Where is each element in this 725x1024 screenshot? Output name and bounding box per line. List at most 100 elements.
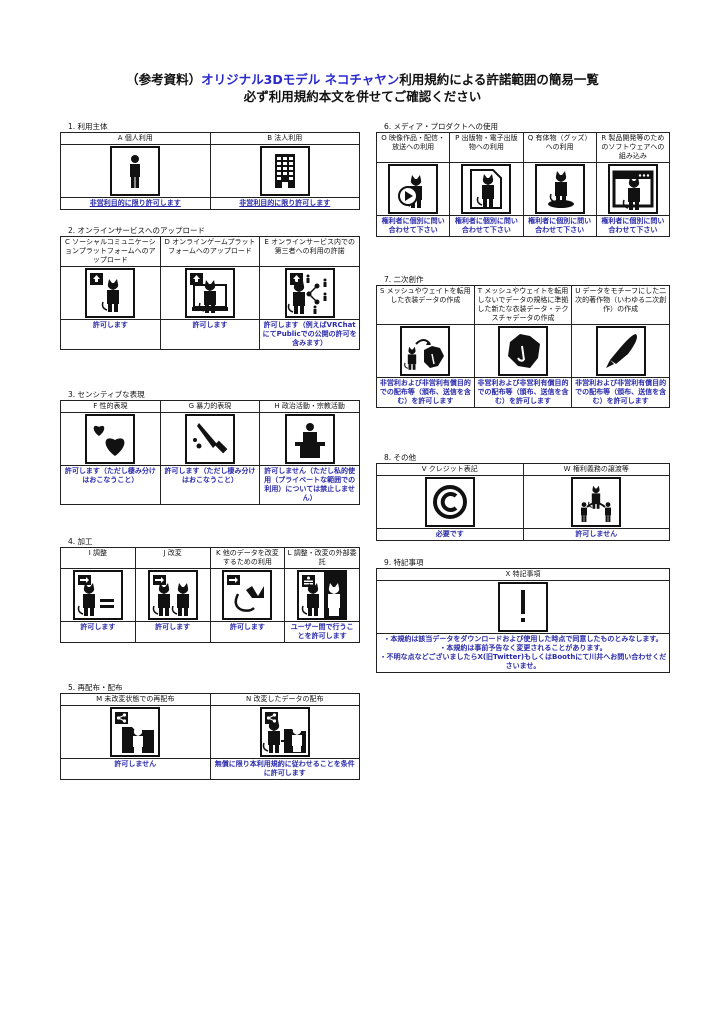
section-other: 8. その他 V クレジット表記 W 権利義務の譲渡等 必要です 許可しません	[376, 452, 670, 541]
header-h: H 政治活動・宗教活動	[259, 400, 360, 413]
value-h: 許可しません（ただし私的使用（プライベートな範囲での利用）については禁止しません…	[259, 465, 360, 505]
header-s: S メッシュやウェイトを転用した衣装データの作成	[376, 285, 475, 325]
adjust-icon	[72, 570, 123, 620]
transfer-rights-icon	[571, 477, 622, 527]
section-special-notes: 9. 特記事項 X 特記事項 ・本規約は該当データをダウンロードおよび使用した時…	[376, 557, 670, 673]
value-j: 許可します	[134, 621, 211, 643]
header-t: T メッシュやウェイトを転用しないでデータの規格に準拠した新たな衣装データ・テク…	[473, 285, 573, 325]
note-line: ・本規約は該当データをダウンロードおよび使用した時点で同意したものとみなします。	[383, 635, 663, 643]
title-suffix: 利用規約による許諾範囲の簡易一覧	[399, 72, 599, 87]
redistribute-icon	[110, 707, 161, 757]
header-v: V クレジット表記	[376, 463, 524, 476]
value-l: ユーザー間で行うことを許可します	[284, 621, 360, 643]
special-notes-table: X 特記事項 ・本規約は該当データをダウンロードおよび使用した時点で同意したもの…	[376, 568, 670, 673]
sensitive-table: F 性的表現 G 暴力的表現 H 政治活動・宗教活動 許可します（ただし棲み分け…	[60, 400, 360, 505]
value-p: 権利者に個別に問い合わせて下さい	[449, 215, 524, 237]
header-u: U データをモチーフにした二次的著作物（いわゆる二次創作）の作成	[571, 285, 670, 325]
header-r: R 製品開発等のためのソフトウェアへの組み込み	[595, 132, 671, 163]
publication-icon	[461, 164, 512, 214]
parts-icon	[222, 570, 273, 620]
online-upload-table: C ソーシャルコミュニケーションプラットフォームへのアップロード D オンライン…	[60, 236, 360, 350]
header-w: W 権利義務の譲渡等	[522, 463, 670, 476]
value-g: 許可します（ただし棲み分けはおこなうこと）	[159, 465, 261, 505]
header-b: B 法人利用	[209, 132, 360, 145]
header-c: C ソーシャルコミュニケーションプラットフォームへのアップロード	[60, 236, 161, 267]
header-j: J 改変	[134, 547, 211, 569]
page-subtitle: 必ず利用規約本文を併せてご確認ください	[243, 89, 482, 104]
header-l: L 調整・改変の外部委託	[284, 547, 360, 569]
upload-game-icon	[184, 268, 235, 318]
software-icon	[607, 164, 658, 214]
note-line: ・不明な点などございましたらX(旧Twitter)もしくはBoothにて川井へお…	[379, 653, 667, 670]
value-v: 必要です	[376, 528, 524, 541]
hearts-icon	[85, 414, 136, 464]
usage-subject-table: A 個人利用 B 法人利用 非営利目的に限り許可します 非営利目的に限り許可しま…	[60, 132, 360, 210]
header-g: G 暴力的表現	[159, 400, 261, 413]
processing-table: I 調整 J 改変 K 他のデータを改変するための利用 L 調整・改変の外部委託…	[60, 547, 360, 643]
value-b: 非営利目的に限り許可します	[209, 197, 360, 210]
title-prefix: （参考資料）	[126, 72, 202, 87]
note-line: ・本規約は事前予告なく変更されることがあります。	[439, 644, 607, 652]
video-icon	[388, 164, 439, 214]
section-label: 7. 二次創作	[384, 275, 424, 284]
derivative-table: S メッシュやウェイトを転用した衣装データの作成 T メッシュやウェイトを転用し…	[376, 285, 670, 408]
section-online-upload: 2. オンラインサービスへのアップロード C ソーシャルコミュニケーションプラッ…	[60, 225, 360, 350]
value-e: 許可します（例えばVRChatにてPublicでの公開の許可を含みます）	[259, 319, 360, 350]
value-s: 非営利および非営利有償目的での配布等（頒布、送信を含む）を許可します	[376, 377, 475, 408]
header-x: X 特記事項	[376, 568, 670, 581]
header-k: K 他のデータを改変するための利用	[209, 547, 286, 569]
header-o: O 映像作品・配信・放送への利用	[375, 132, 451, 163]
value-t: 非営利および非営利有償目的での配布等（頒布、送信を含む）を許可します	[473, 377, 573, 408]
header-e: E オンラインサービス内での第三者への利用の許諾	[259, 236, 360, 267]
header-n: N 改変したデータの配布	[209, 693, 360, 706]
section-label: 1. 利用主体	[68, 122, 108, 131]
section-label: 6. メディア・プロダクトへの使用	[384, 122, 499, 131]
outsource-icon	[297, 570, 348, 620]
value-d: 許可します	[159, 319, 261, 350]
section-media-products: 6. メディア・プロダクトへの使用 O 映像作品・配信・放送への利用 P 出版物…	[375, 121, 671, 237]
section-label: 9. 特記事項	[384, 558, 424, 567]
section-label: 3. センシティブな表現	[68, 390, 145, 399]
value-q: 権利者に個別に問い合わせて下さい	[522, 215, 597, 237]
header-p: P 出版物・電子出版物への利用	[449, 132, 524, 163]
exclamation-icon	[498, 582, 548, 632]
header-m: M 未改変状態での再配布	[60, 693, 211, 706]
value-o: 権利者に個別に問い合わせて下さい	[375, 215, 451, 237]
value-m: 許可しません	[60, 758, 211, 780]
costume-transfer-icon	[400, 326, 451, 376]
value-w: 許可しません	[522, 528, 670, 541]
value-i: 許可します	[60, 621, 136, 643]
modify-icon	[147, 570, 198, 620]
value-a: 非営利目的に限り許可します	[60, 197, 211, 210]
model-name: オリジナル3Dモデル ネコチャヤン	[201, 72, 400, 87]
value-c: 許可します	[60, 319, 161, 350]
header-d: D オンラインゲームプラットフォームへのアップロード	[159, 236, 261, 267]
value-r: 権利者に個別に問い合わせて下さい	[595, 215, 671, 237]
podium-icon	[284, 414, 335, 464]
figure-icon	[534, 164, 585, 214]
knife-icon	[184, 414, 235, 464]
header-i: I 調整	[60, 547, 136, 569]
other-table: V クレジット表記 W 権利義務の譲渡等 必要です 許可しません	[376, 463, 670, 541]
section-label: 4. 加工	[68, 537, 93, 546]
section-redistribution: 5. 再配布・配布 M 未改変状態での再配布 N 改変したデータの配布 許可しま…	[60, 682, 360, 780]
pen-icon	[595, 326, 646, 376]
costume-icon	[497, 326, 548, 376]
value-n: 無償に限り本利用規約に従わせることを条件に許可します	[209, 758, 360, 780]
section-label: 8. その他	[384, 453, 417, 462]
distribute-modified-icon	[259, 707, 310, 757]
section-processing: 4. 加工 I 調整 J 改変 K 他のデータを改変するための利用 L 調整・改…	[60, 536, 360, 643]
person-icon	[110, 146, 161, 196]
value-k: 許可します	[209, 621, 286, 643]
header-q: Q 有体物（グッズ）への利用	[522, 132, 597, 163]
header-a: A 個人利用	[60, 132, 211, 145]
section-label: 2. オンラインサービスへのアップロード	[68, 226, 206, 235]
section-usage-subject: 1. 利用主体 A 個人利用 B 法人利用 非営利目的に限り許可します 非営利目…	[60, 121, 360, 210]
section-derivative: 7. 二次創作 S メッシュやウェイトを転用した衣装データの作成 T メッシュや…	[376, 274, 670, 408]
section-label: 5. 再配布・配布	[68, 683, 123, 692]
page-title: （参考資料）オリジナル3Dモデル ネコチャヤン利用規約による許諾範囲の簡易一覧	[0, 69, 725, 88]
copyright-icon	[424, 477, 475, 527]
building-icon	[259, 146, 310, 196]
upload-sns-icon	[85, 268, 136, 318]
redistribution-table: M 未改変状態での再配布 N 改変したデータの配布 許可しません 無償に限り本利…	[60, 693, 360, 780]
